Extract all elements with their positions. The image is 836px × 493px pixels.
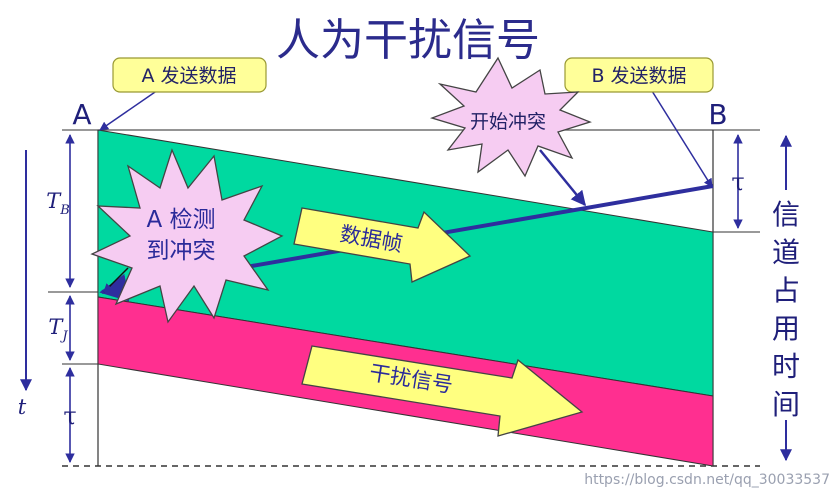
a-sends-callout-text: A 发送数据 [141,65,236,87]
tj-subscript: J [59,329,68,344]
a-detects-text-line1: A 检测 [146,207,215,233]
a-callout-pointer [99,89,159,131]
left-tau-label: τ [63,402,76,430]
b-sends-callout-box [564,57,714,93]
a-detects-pointer [103,267,129,293]
b-sends-callout-text: B 发送数据 [591,65,686,87]
tj-main: T [48,315,64,339]
data-frame-arrow [293,207,472,283]
diagram-title: 人为干扰信号 [276,15,540,66]
a-detects-text-line2: 到冲突 [147,238,216,264]
endpoint-a-label: A [72,98,91,131]
channel-occupancy-char-4: 用 [772,312,800,345]
a-detects-collision-burst [90,148,284,324]
channel-occupancy-char-2: 道 [772,236,800,269]
a-sends-callout-box [112,57,267,93]
right-tau-label: τ [731,168,744,196]
time-axis-label: t [18,395,27,419]
channel-occupancy-char-6: 间 [772,388,800,421]
collision-start-text: 开始冲突 [470,111,546,133]
channel-occupancy-char-3: 占 [772,274,800,307]
tj-label: TJ [48,315,68,344]
channel-occupancy-char-5: 时 [772,350,800,383]
jam-signal-arrow [301,345,584,437]
channel-occupancy-char-1: 信 [772,198,800,231]
tb-label: TB [46,189,70,218]
collision-start-pointer [539,149,586,207]
endpoint-b-label: B [708,98,727,131]
b-callout-pointer [651,90,713,188]
collision-start-burst [429,56,592,178]
watermark-text: https://blog.csdn.net/qq_30033537 [584,472,830,488]
tb-main: T [46,189,62,213]
tb-subscript: B [59,203,70,218]
